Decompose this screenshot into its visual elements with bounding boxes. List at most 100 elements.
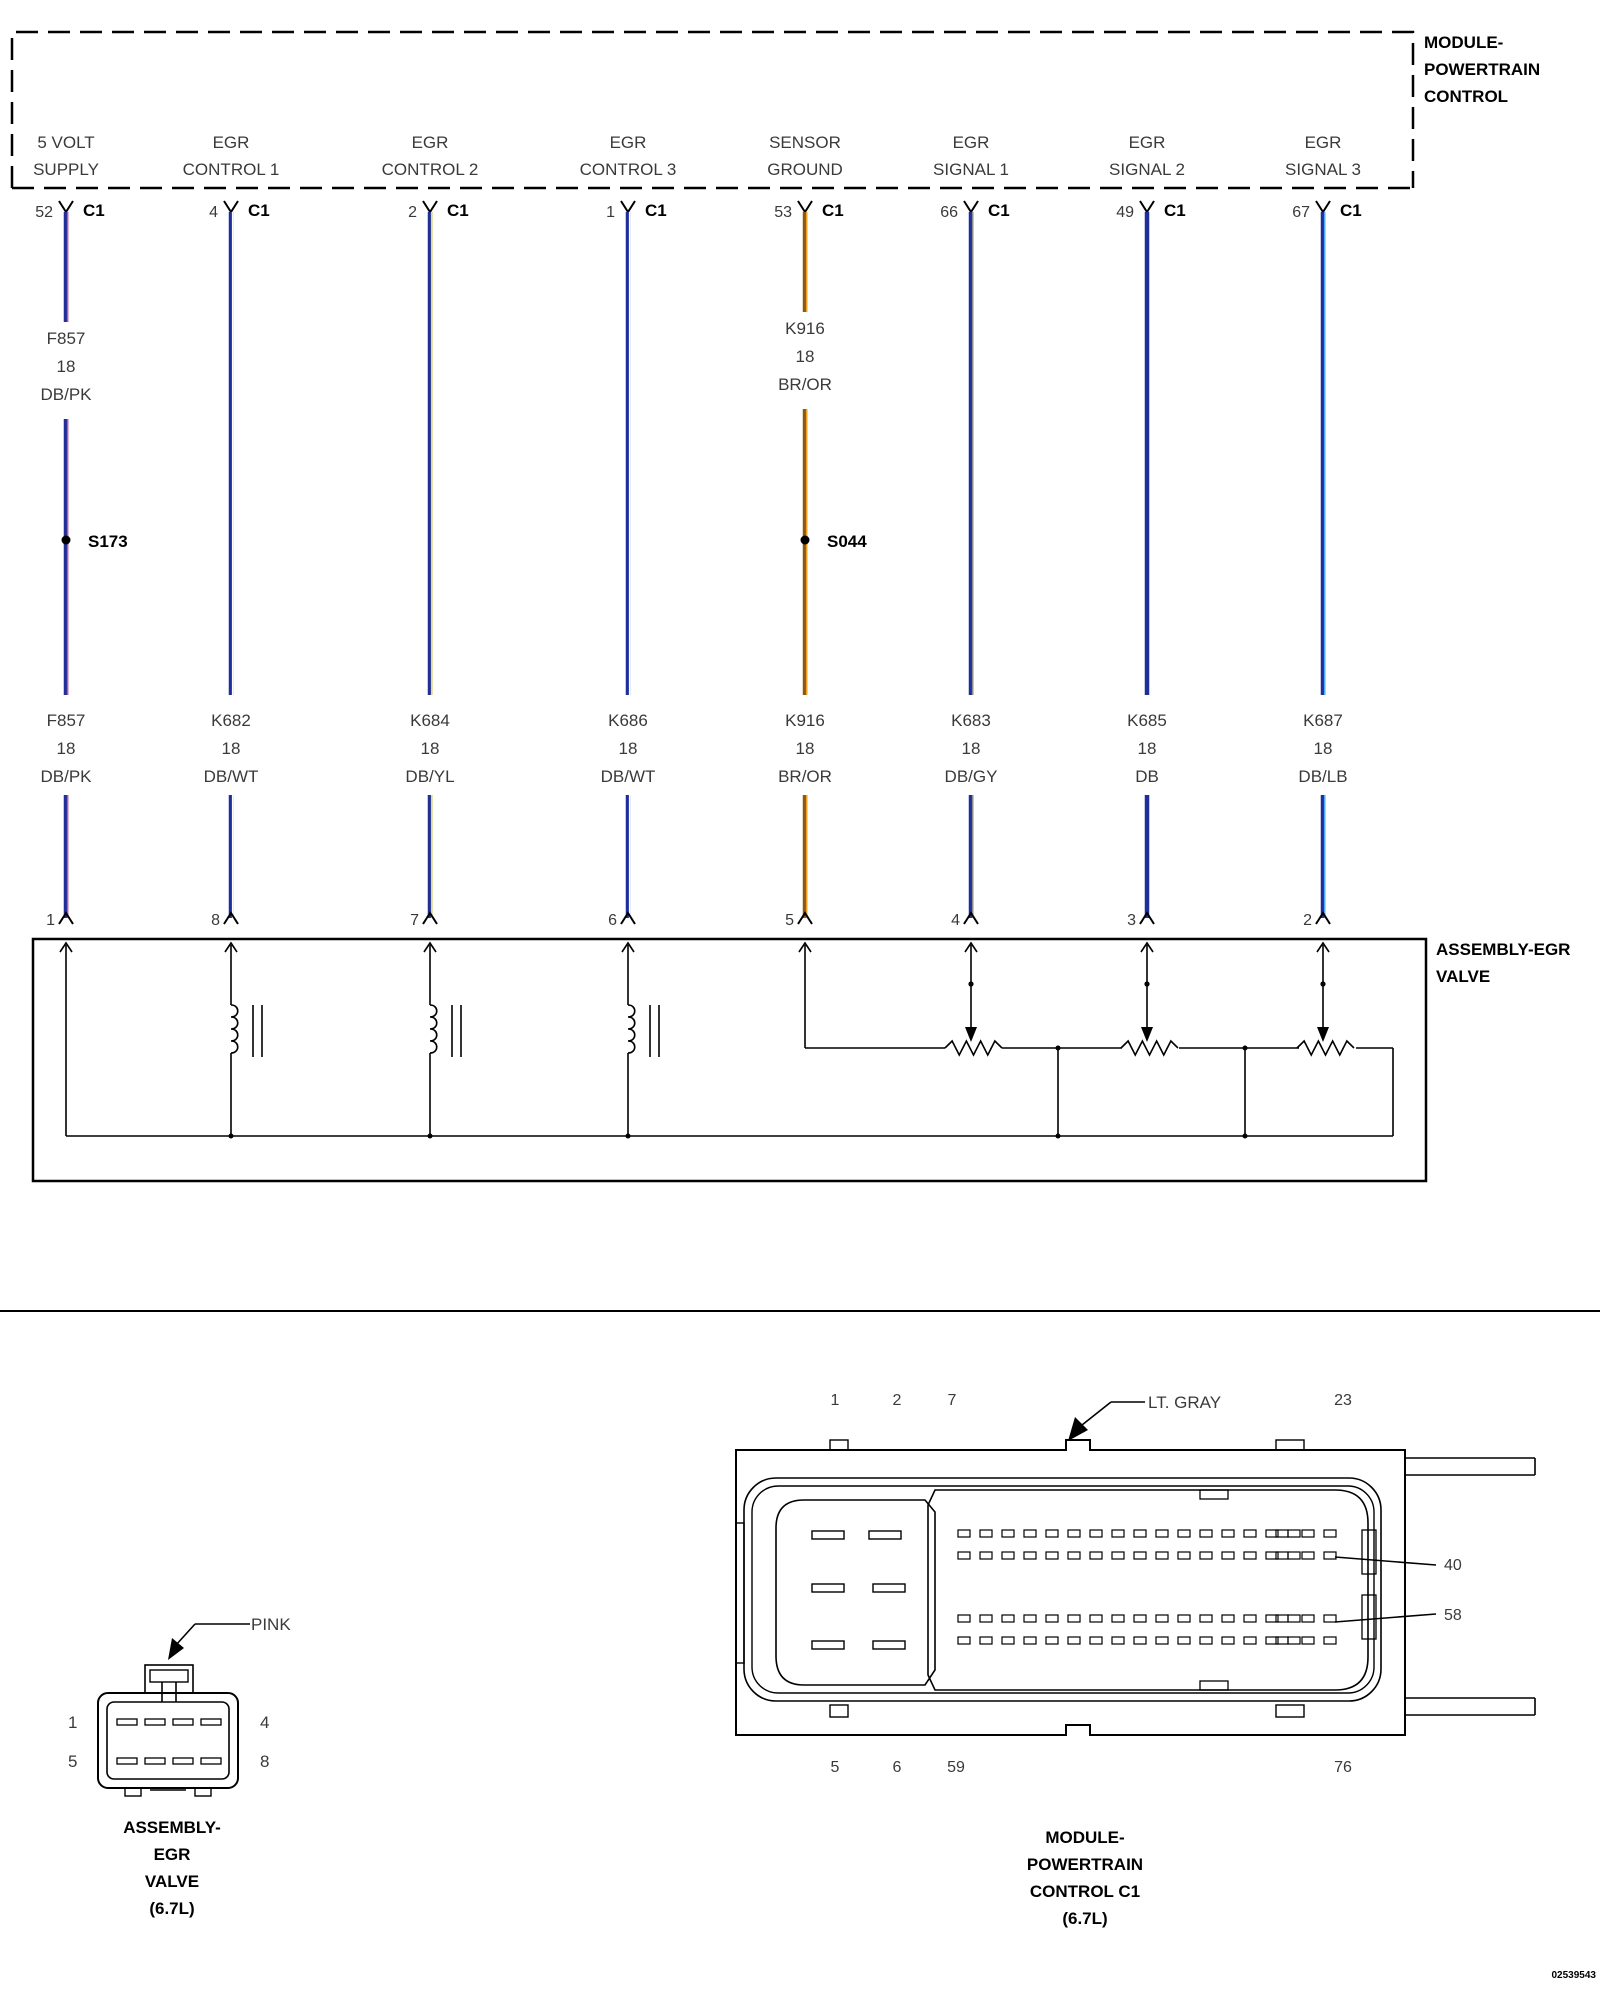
lower-wire-color: DB/YL <box>405 767 454 786</box>
egr-label-line-1: ASSEMBLY-EGR <box>1436 940 1570 959</box>
valve-pin-number: 6 <box>608 912 617 929</box>
lower-wire-code: K685 <box>1127 711 1167 730</box>
pcm-large-terminals <box>811 1530 906 1650</box>
pcm-pin-number: 66 <box>940 204 958 221</box>
lower-wire-gauge: 18 <box>619 739 638 758</box>
potentiometer <box>944 945 1003 1057</box>
egr-valve-assembly: ASSEMBLY-EGR VALVE <box>31 937 1570 1183</box>
pcm-pin-symbol <box>620 200 636 214</box>
pcm-pin-symbol <box>1315 200 1331 214</box>
pcm-connector-id: C1 <box>822 201 844 220</box>
splice-label: S044 <box>827 532 867 551</box>
egr-connector-title-3: VALVE <box>145 1872 199 1891</box>
splice-dot <box>61 535 71 545</box>
circuit-function-line-2: SIGNAL 3 <box>1285 160 1361 179</box>
wire <box>625 212 631 918</box>
egr-connector-title-1: ASSEMBLY- <box>123 1818 221 1837</box>
entry-arrow <box>1140 941 1154 953</box>
lower-wire-color: DB/PK <box>40 767 92 786</box>
wire <box>968 212 974 918</box>
pcm-pin-symbol <box>223 200 239 214</box>
lower-wire-code: K687 <box>1303 711 1343 730</box>
valve-pin-number: 4 <box>951 912 960 929</box>
circuit-function-line-1: EGR <box>1129 133 1166 152</box>
circuit-function-line-1: EGR <box>1305 133 1342 152</box>
circuit-function-line-2: SUPPLY <box>33 160 99 179</box>
lower-wire-gauge: 18 <box>1314 739 1333 758</box>
pcm-pin-number: 52 <box>35 204 53 221</box>
solenoid-coil <box>228 945 263 1139</box>
pcm-pin-label-23: 23 <box>1334 1392 1352 1409</box>
pcm-pin-symbol <box>422 200 438 214</box>
pcm-pin-label-7: 7 <box>948 1392 957 1409</box>
egr-connector-title-4: (6.7L) <box>149 1899 194 1918</box>
valve-pin-symbol <box>1139 911 1155 925</box>
egr-pin-label-1: 1 <box>68 1713 77 1732</box>
lower-wire-code: K684 <box>410 711 450 730</box>
pcm-pin-number: 2 <box>408 204 417 221</box>
circuit-function-line-2: CONTROL 3 <box>580 160 677 179</box>
lower-wire-color: BR/OR <box>778 767 832 786</box>
lower-wire-color: DB/WT <box>204 767 259 786</box>
circuit-function-line-2: SIGNAL 2 <box>1109 160 1185 179</box>
egr-label-line-2: VALVE <box>1436 967 1490 986</box>
lower-wire-color: DB/GY <box>945 767 998 786</box>
pcm-connector-id: C1 <box>447 201 469 220</box>
pcm-connector-title-3: CONTROL C1 <box>1030 1882 1140 1901</box>
wire <box>1320 212 1326 918</box>
wire <box>802 212 808 918</box>
lower-wire-code: K683 <box>951 711 991 730</box>
pcm-pin-symbol <box>797 200 813 214</box>
circuit-function-line-2: CONTROL 2 <box>382 160 479 179</box>
entry-arrow <box>423 941 437 953</box>
pcm-pin-number: 67 <box>1292 204 1310 221</box>
egr-potentiometers <box>944 945 1355 1057</box>
lower-wire-gauge: 18 <box>962 739 981 758</box>
egr-pin-label-5: 5 <box>68 1752 77 1771</box>
circuit-function-line-1: EGR <box>412 133 449 152</box>
pcm-small-terminals <box>957 1529 1337 1645</box>
circuit-function-line-1: SENSOR <box>769 133 841 152</box>
lower-wire-code: K686 <box>608 711 648 730</box>
lower-wire-code: F857 <box>47 711 86 730</box>
wire <box>228 212 234 918</box>
pcm-connector-id: C1 <box>645 201 667 220</box>
lower-wire-gauge: 18 <box>1138 739 1157 758</box>
entry-arrow <box>798 941 812 953</box>
pcm-pin-label-6: 6 <box>893 1759 902 1776</box>
valve-pin-number: 7 <box>410 912 419 929</box>
valve-pin-number: 1 <box>46 912 55 929</box>
lower-wire-color: DB/WT <box>601 767 656 786</box>
pcm-pin-label-76: 76 <box>1334 1759 1352 1776</box>
lower-wire-code: K682 <box>211 711 251 730</box>
valve-pin-number: 3 <box>1127 912 1136 929</box>
splice-dot <box>800 535 810 545</box>
potentiometer <box>1296 945 1355 1057</box>
upper-wire-code: K916 <box>785 319 825 338</box>
figure-id: 02539543 <box>1552 1970 1597 1981</box>
pcm-pin-number: 53 <box>774 204 792 221</box>
pcm-connector-title-4: (6.7L) <box>1062 1909 1107 1928</box>
valve-pin-symbol <box>797 911 813 925</box>
pcm-connector-id: C1 <box>1340 201 1362 220</box>
valve-pin-symbol <box>963 911 979 925</box>
egr-connector-pins <box>116 1718 222 1765</box>
egr-coils <box>228 945 660 1139</box>
upper-wire-color: BR/OR <box>778 375 832 394</box>
circuit-function-line-1: EGR <box>213 133 250 152</box>
egr-connector-color-label: PINK <box>251 1615 291 1634</box>
pcm-pin-number: 1 <box>606 204 615 221</box>
pcm-pin-number: 4 <box>209 204 218 221</box>
pcm-pin-symbol <box>1139 200 1155 214</box>
upper-wire-code: F857 <box>47 329 86 348</box>
valve-pin-symbol <box>620 911 636 925</box>
